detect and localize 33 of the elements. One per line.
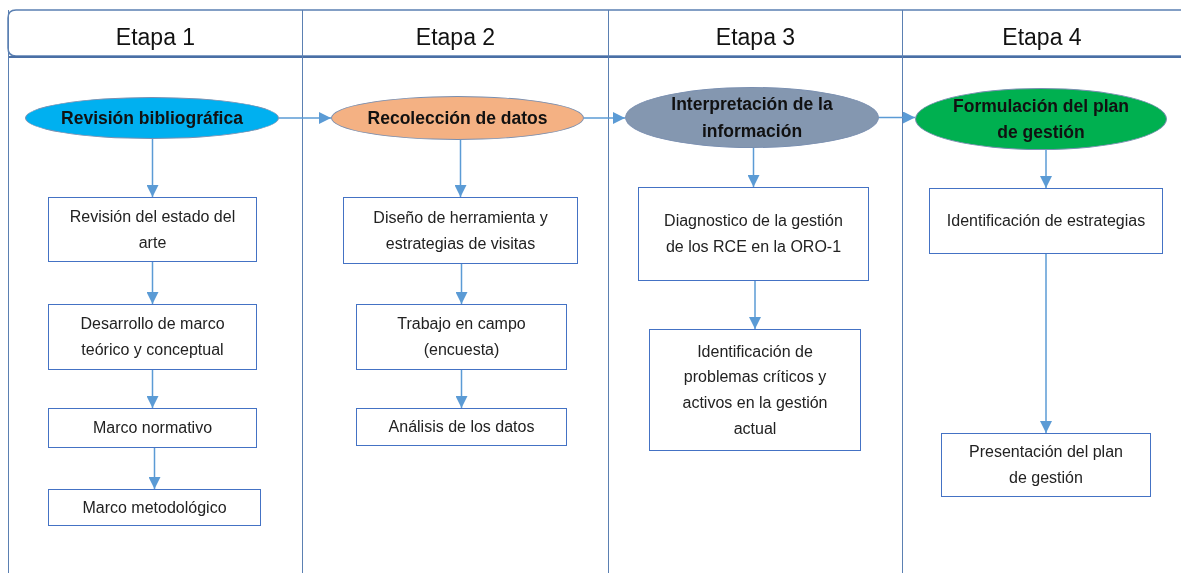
stage-pill: Interpretación de la información bbox=[625, 87, 879, 148]
process-box: Diseño de herramienta y estrategias de visitas bbox=[343, 197, 578, 264]
arrow bbox=[1040, 253, 1052, 434]
process-box: Marco metodológico bbox=[48, 489, 261, 526]
arrow bbox=[146, 369, 159, 409]
arrow bbox=[146, 138, 159, 198]
arrow bbox=[454, 139, 467, 198]
process-box: Diagnostico de la gestión de los RCE en la ORO-1 bbox=[638, 187, 869, 281]
stage-pill: Recolección de datos bbox=[331, 96, 584, 140]
arrow bbox=[455, 369, 468, 409]
process-box: Presentación del plan de gestión bbox=[941, 433, 1151, 497]
arrow bbox=[148, 447, 161, 490]
lane-heading: Etapa 1 bbox=[114, 24, 197, 51]
arrow bbox=[878, 111, 916, 124]
stage-pill: Formulación del plan de gestión bbox=[915, 88, 1167, 150]
lane-heading: Etapa 3 bbox=[714, 24, 797, 51]
process-box: Marco normativo bbox=[48, 408, 257, 448]
arrow bbox=[278, 112, 332, 124]
process-box: Desarrollo de marco teórico y conceptual bbox=[48, 304, 257, 370]
arrow bbox=[455, 263, 468, 305]
lane-heading: Etapa 4 bbox=[1001, 24, 1083, 51]
arrow bbox=[583, 112, 626, 124]
arrow bbox=[1040, 149, 1052, 189]
process-box: Identificación de estrategias bbox=[929, 188, 1163, 254]
process-box: Identificación de problemas críticos y activos en la gestión actual bbox=[649, 329, 861, 451]
process-box: Trabajo en campo (encuesta) bbox=[356, 304, 567, 370]
process-box: Revisión del estado del arte bbox=[48, 197, 257, 262]
process-box: Análisis de los datos bbox=[356, 408, 567, 446]
stage-pill: Revisión bibliográfica bbox=[25, 97, 279, 139]
arrow bbox=[749, 280, 761, 330]
arrow bbox=[747, 147, 760, 188]
arrow bbox=[146, 261, 159, 305]
lane-heading: Etapa 2 bbox=[414, 24, 497, 51]
